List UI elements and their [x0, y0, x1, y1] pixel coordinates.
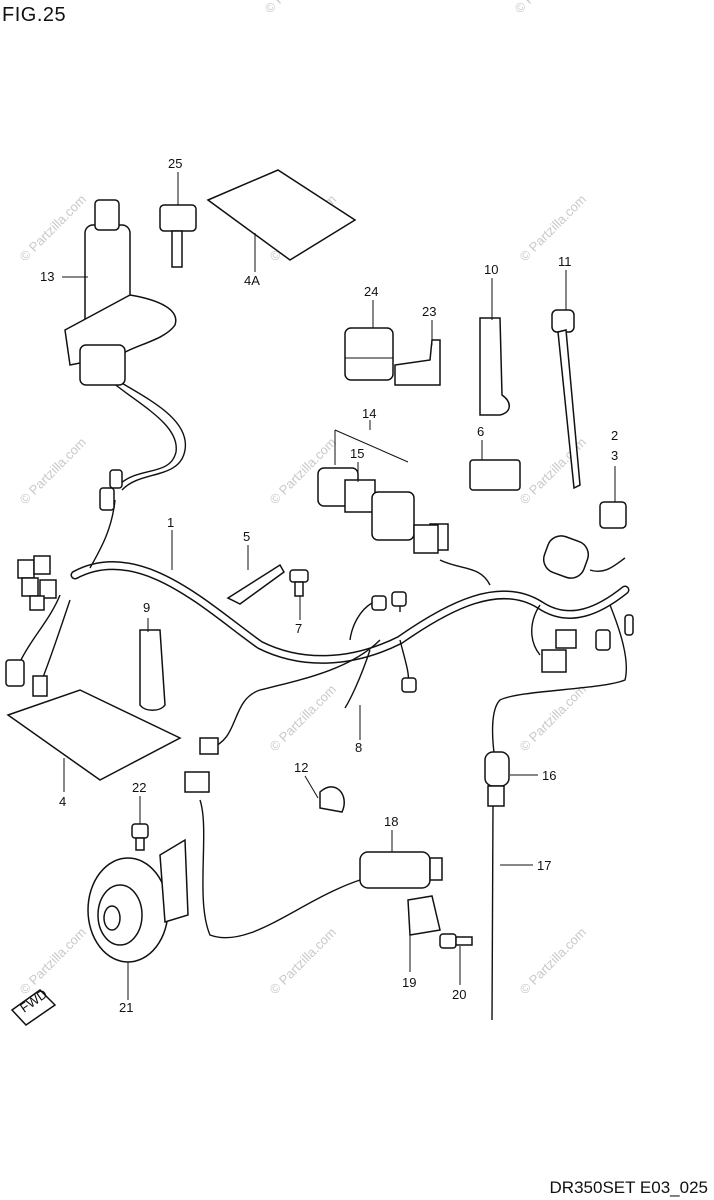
callout-4a: 4A: [244, 273, 260, 288]
watermark: © Partzilla.com: [517, 192, 590, 265]
callout-16: 16: [542, 768, 556, 783]
figure-title: FIG.25: [2, 4, 67, 26]
callout-22: 22: [132, 780, 146, 795]
switch-bracket: [407, 895, 441, 936]
watermark: © Partzilla.com: [517, 925, 590, 998]
forward-arrow-badge: FWD: [10, 986, 57, 1026]
drawing-code: DR350SET E03_025: [549, 1178, 708, 1197]
screw-7: [289, 569, 309, 597]
callout-3: 3: [611, 448, 618, 463]
watermark: © Partzilla.com: [262, 0, 335, 16]
label-sheet-4: [6, 689, 182, 781]
callout-25: 25: [168, 156, 182, 171]
connector-cluster-left: [5, 469, 123, 697]
callout-19: 19: [402, 975, 416, 990]
callout-15: 15: [350, 446, 364, 461]
label-sheet-4a: [206, 169, 357, 261]
callout-6: 6: [477, 424, 484, 439]
callout-5: 5: [243, 529, 250, 544]
ignition-switch: [64, 199, 177, 386]
callout-14: 14: [362, 406, 376, 421]
watermark: © Partzilla.com: [17, 435, 90, 508]
callout-17: 17: [537, 858, 551, 873]
callout-1: 1: [167, 515, 174, 530]
callout-9: 9: [143, 600, 150, 615]
watermark: © Partzilla.com: [267, 682, 340, 755]
callout-4: 4: [59, 794, 66, 809]
callout-12: 12: [294, 760, 308, 775]
brake-switch: [359, 851, 443, 889]
callout-10: 10: [484, 262, 498, 277]
key: [159, 204, 197, 268]
horn: [87, 838, 189, 963]
leader-lines: [62, 172, 616, 1000]
cable-tie: [551, 309, 581, 490]
connector-cluster-right: [184, 523, 634, 793]
watermark: © Partzilla.com: [517, 682, 590, 755]
watermark: © Partzilla.com: [17, 925, 90, 998]
relay-bracket: [394, 339, 441, 386]
callout-labels: 25 4A 13 24 23 10 11 14 15 6 2 3 1 5 7 9…: [40, 156, 618, 1015]
callout-23: 23: [422, 304, 436, 319]
wire-clip: [319, 786, 345, 813]
callout-21: 21: [119, 1000, 133, 1015]
wire-clamp: [226, 563, 285, 605]
relay: [344, 327, 394, 381]
callout-18: 18: [384, 814, 398, 829]
switch-cable: [491, 805, 494, 1021]
signal-relay-assembly: [317, 467, 439, 554]
callout-11: 11: [558, 254, 572, 269]
callout-24: 24: [364, 284, 378, 299]
neutral-switch: [484, 751, 510, 807]
watermark: © Partzilla.com: [512, 0, 585, 16]
clamp-9: [139, 629, 166, 711]
callout-8: 8: [355, 740, 362, 755]
callout-20: 20: [452, 987, 466, 1002]
wiring-harness: [19, 381, 630, 761]
mounting-plate: [479, 317, 510, 416]
bolt-22: [131, 823, 149, 851]
callout-13: 13: [40, 269, 54, 284]
fuse: [469, 459, 521, 491]
bolt-20: [439, 933, 473, 949]
watermark: © Partzilla.com: [267, 925, 340, 998]
callout-7: 7: [295, 621, 302, 636]
small-fuse: [599, 501, 627, 529]
watermark: © Partzilla.com: [17, 192, 90, 265]
callout-2: 2: [611, 428, 618, 443]
brake-switch-wire: [199, 799, 361, 939]
